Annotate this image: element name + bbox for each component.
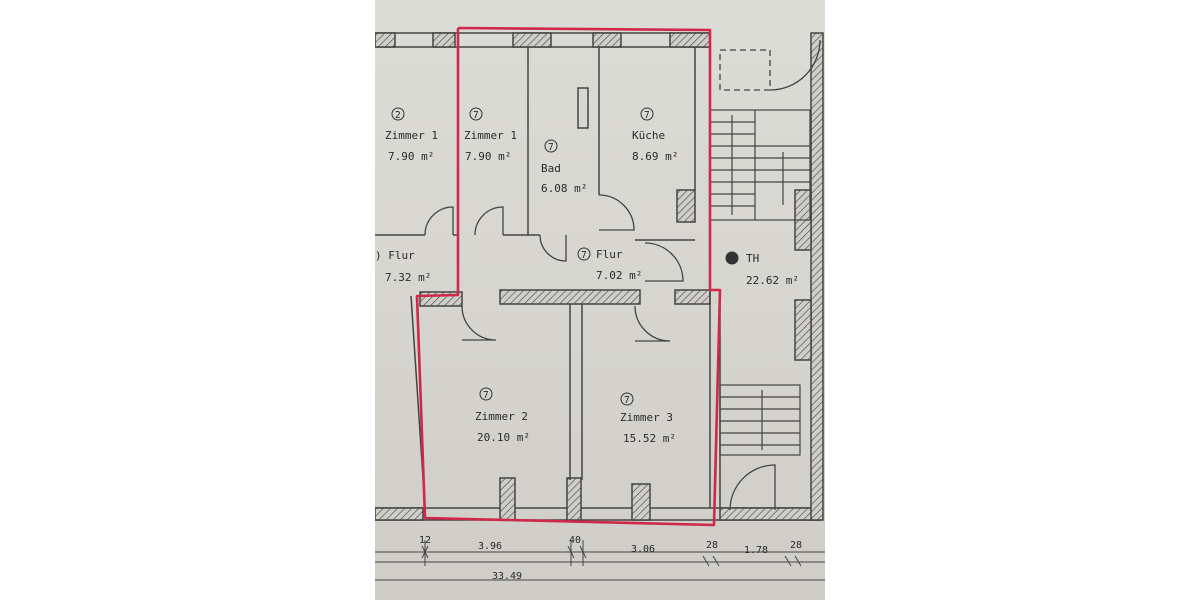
room-area-th: 22.62 m² <box>746 274 799 287</box>
room-area-zimmer1: 7.90 m² <box>465 150 511 163</box>
room-area-zimmer1-left: 7.90 m² <box>388 150 434 163</box>
dimension-28-a: 28 <box>706 540 718 551</box>
room-number-flur: 7 <box>581 250 587 261</box>
room-number-bad: 7 <box>548 142 554 153</box>
room-area-kueche: 8.69 m² <box>632 150 678 163</box>
room-markers <box>391 107 739 406</box>
room-area-zimmer3: 15.52 m² <box>623 432 676 445</box>
interior-walls <box>375 47 721 509</box>
dimension-12: 12 <box>419 535 431 546</box>
dimension-40: 40 <box>569 535 581 546</box>
dimension-3-06: 3.06 <box>631 544 655 555</box>
dimension-3-96: 3.96 <box>478 541 502 552</box>
exterior-walls <box>375 32 824 521</box>
apartment-outline <box>415 26 722 527</box>
room-name-bad: Bad <box>541 162 561 175</box>
room-number-zimmer1: 7 <box>473 110 479 121</box>
dimension-28-b: 28 <box>790 540 802 551</box>
room-number-kueche: 7 <box>644 110 650 121</box>
door-swings <box>424 39 821 511</box>
room-name-kueche: Küche <box>632 129 665 142</box>
room-name-zimmer1: Zimmer 1 <box>464 129 517 142</box>
dimension-1-78: 1.78 <box>744 545 768 556</box>
room-name-flur: Flur <box>596 248 623 261</box>
room-name-zimmer2: Zimmer 2 <box>475 410 528 423</box>
floor-plan-photo: 2 7 7 7 7 7 7 Zimmer 1 7.90 m² Zimmer 1 … <box>375 0 825 600</box>
floor-plan: 2 7 7 7 7 7 7 Zimmer 1 7.90 m² Zimmer 1 … <box>375 26 825 582</box>
room-name-th: TH <box>746 252 759 265</box>
dimension-total: 33.49 <box>492 571 522 582</box>
room-name-zimmer1-left: Zimmer 1 <box>385 129 438 142</box>
room-number-zimmer1-left: 2 <box>395 110 401 121</box>
room-name-zimmer3: Zimmer 3 <box>620 411 673 424</box>
room-area-flur: 7.02 m² <box>596 269 642 282</box>
room-name-flur-left: ) Flur <box>375 249 415 262</box>
room-area-flur-left: 7.32 m² <box>385 271 431 284</box>
room-number-zimmer3: 7 <box>624 395 630 406</box>
dimension-lines <box>375 540 825 581</box>
room-area-zimmer2: 20.10 m² <box>477 431 530 444</box>
room-area-bad: 6.08 m² <box>541 182 587 195</box>
room-number-zimmer2: 7 <box>483 390 489 401</box>
